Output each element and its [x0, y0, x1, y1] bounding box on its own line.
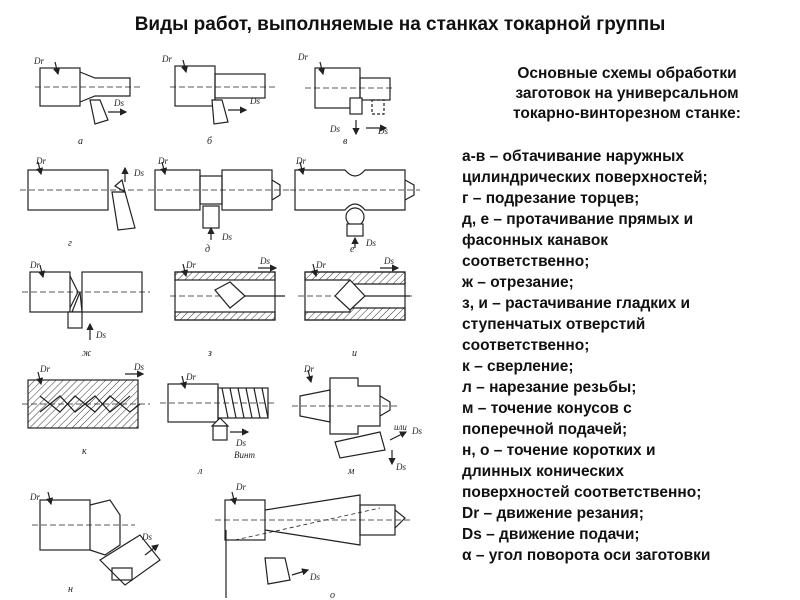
diagram-d	[148, 161, 290, 240]
ili-label: или	[394, 422, 407, 432]
legend-line: Dr – движение резания;	[462, 505, 644, 522]
label-i: и	[352, 348, 357, 359]
legend-line: м – точение конусов с	[462, 400, 632, 417]
diagram-z	[170, 263, 285, 321]
legend-line: цилиндрических поверхностей;	[462, 169, 708, 186]
legend-line: Ds – движение подачи;	[462, 526, 640, 543]
dr-label: Dr	[185, 372, 196, 382]
ds-label: Ds	[377, 126, 388, 136]
ds-label: Ds	[383, 256, 394, 266]
diagram-g	[20, 161, 145, 231]
legend-line: д, е – протачивание прямых и	[462, 211, 694, 228]
ds-label: Ds	[365, 238, 376, 248]
legend-line: г – подрезание торцев;	[462, 190, 640, 207]
diagram-k	[22, 370, 150, 429]
ds-label: Ds	[395, 462, 406, 472]
ds-label: Ds	[133, 168, 144, 178]
ds-label: Ds	[133, 362, 144, 372]
legend-line: поверхностей соответственно;	[462, 484, 702, 501]
dr-label: Dr	[33, 56, 44, 66]
legend-line: длинных конических	[462, 463, 624, 480]
legend-line: ж – отрезание;	[462, 274, 574, 291]
legend-line: фасонных канавок	[462, 232, 609, 249]
legend-line: ступенчатых отверстий	[462, 316, 646, 333]
ds-label: Ds	[113, 98, 124, 108]
dr-label: Dr	[29, 260, 40, 270]
diagram-o	[215, 491, 410, 598]
legend-title: Основные схемы обработки заготовок на ун…	[513, 65, 741, 122]
legend-line: л – нарезание резьбы;	[462, 379, 637, 396]
diagram-i	[298, 263, 415, 321]
dr-label: Dr	[39, 364, 50, 374]
label-zh: ж	[82, 348, 92, 359]
dr-label: Dr	[303, 364, 314, 374]
ds-label: Ds	[329, 124, 340, 134]
ds-label: Ds	[249, 96, 260, 106]
label-z: з	[207, 348, 212, 359]
dr-label: Dr	[235, 482, 246, 492]
dr-label: Dr	[157, 156, 168, 166]
label-m: м	[347, 466, 355, 477]
ds-label: Ds	[235, 438, 246, 448]
legend-list: а-в – обтачивание наружных цилиндрически…	[462, 146, 792, 566]
diagram-v	[305, 61, 395, 136]
diagram-a	[35, 61, 140, 125]
dr-label: Dr	[35, 156, 46, 166]
ds-label: Ds	[309, 572, 320, 582]
label-d: д	[205, 244, 210, 255]
diagram-b	[170, 59, 275, 125]
dr-label: Dr	[29, 492, 40, 502]
ds-label: Ds	[141, 532, 152, 542]
label-a: а	[78, 136, 83, 147]
ds-label: Ds	[95, 330, 106, 340]
vint-label: Винт	[234, 450, 255, 460]
machining-diagrams: а б в г д е ж з и к л м н о Dr Ds Dr Ds …	[20, 52, 422, 600]
label-k: к	[82, 446, 87, 457]
diagram-l	[160, 375, 275, 441]
page-title: Виды работ, выполняемые на станках токар…	[134, 14, 666, 35]
ds-label: Ds	[411, 426, 422, 436]
dr-label: Dr	[295, 156, 306, 166]
legend-line: а-в – обтачивание наружных	[462, 148, 684, 165]
diagram-zh	[22, 264, 150, 340]
ds-label: Ds	[259, 256, 270, 266]
diagram-n	[32, 491, 161, 586]
legend-line: з, и – растачивание гладких и	[462, 295, 691, 312]
ds-label: Ds	[221, 232, 232, 242]
label-o: о	[330, 590, 335, 600]
legend-panel: Основные схемы обработки заготовок на ун…	[462, 64, 792, 566]
label-g: г	[68, 238, 72, 249]
legend-line: н, о – точение коротких и	[462, 442, 656, 459]
legend-line: α – угол поворота оси заготовки	[462, 547, 711, 564]
dr-label: Dr	[185, 260, 196, 270]
legend-line: поперечной подачей;	[462, 421, 628, 438]
diagram-m	[292, 369, 408, 466]
label-l: л	[197, 466, 203, 477]
label-n: н	[68, 584, 73, 595]
label-b: б	[207, 136, 213, 147]
dr-label: Dr	[161, 54, 172, 64]
label-v: в	[343, 136, 348, 147]
diagram-e	[290, 161, 420, 248]
dr-label: Dr	[297, 52, 308, 62]
legend-line: к – сверление;	[462, 358, 574, 375]
dr-label: Dr	[315, 260, 326, 270]
label-e: е	[350, 244, 355, 255]
legend-line: соответственно;	[462, 253, 590, 270]
legend-line: соответственно;	[462, 337, 590, 354]
